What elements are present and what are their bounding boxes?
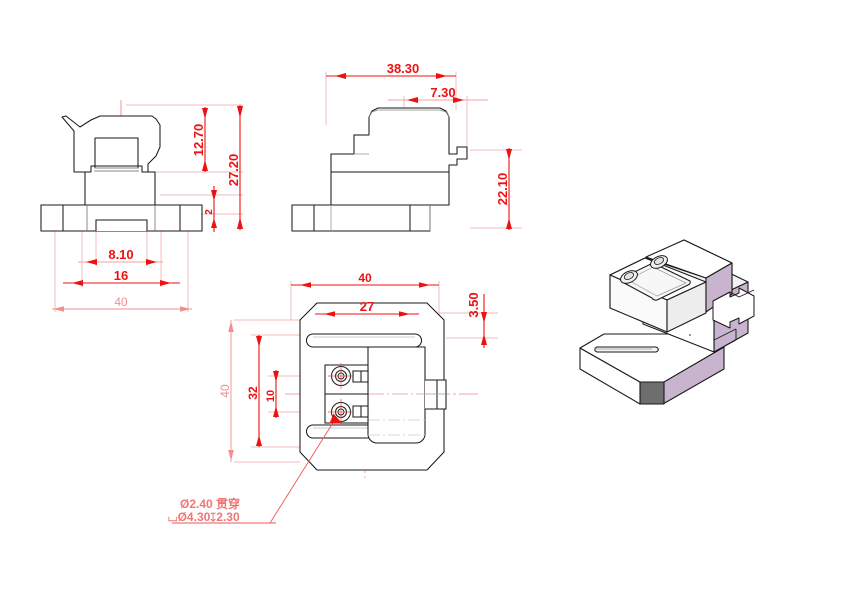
dimension-value: 7.30 — [430, 85, 455, 100]
front-dimension-8-10: 8.10 — [78, 247, 163, 265]
hole-callout: Ø2.40 贯穿 ⌴Ø4.30↧2.30 — [168, 413, 343, 524]
dimension-value: 27.20 — [226, 154, 241, 187]
iso-boss-lower — [620, 270, 638, 284]
callout-line-1: Ø2.40 贯穿 — [180, 496, 240, 511]
isometric-view — [579, 239, 755, 405]
iso-base-slot — [594, 346, 659, 353]
top-view-body — [367, 346, 447, 444]
dimension-value: 3.50 — [466, 292, 481, 317]
dimension-value: 27 — [360, 299, 374, 314]
top-dimension-40-vertical: 40 — [218, 320, 234, 462]
top-dimension-32: 32 — [246, 335, 262, 447]
top-dimension-40-horizontal: 40 — [291, 271, 439, 288]
dimension-value: 22.10 — [495, 173, 510, 206]
dimension-value: 38.30 — [387, 61, 420, 76]
front-view-base-plate — [40, 204, 203, 232]
side-dimension-7-30: 7.30 — [388, 85, 488, 103]
iso-cap-right-face — [705, 262, 733, 313]
front-dimension-27-20: 27.20 — [226, 105, 243, 230]
front-dimension-40: 40 — [52, 295, 192, 312]
dimension-value: 10 — [265, 390, 277, 402]
top-dimension-10: 10 — [265, 370, 279, 418]
front-dimension-2: 2 — [204, 186, 217, 232]
top-dimension-3-50: 3.50 — [466, 292, 487, 348]
iso-upper-slot-inner — [627, 266, 687, 297]
side-dimension-22-10: 22.10 — [495, 148, 512, 230]
dimension-value: 40 — [218, 384, 232, 398]
side-dimension-38-30: 38.30 — [326, 61, 456, 79]
side-view-body — [291, 107, 468, 232]
counterbore-hole-upper — [328, 363, 354, 389]
side-view: 38.30 7.30 22.10 — [291, 61, 522, 232]
front-dimension-12-70: 12.70 — [191, 107, 208, 172]
iso-base-front-chamfer — [639, 381, 665, 405]
dimension-value: 12.70 — [191, 124, 206, 157]
dimension-value: 40 — [114, 295, 128, 309]
top-dimension-27: 27 — [315, 299, 419, 317]
iso-boss-upper — [650, 255, 668, 269]
dimension-value: 2 — [204, 209, 215, 215]
dimension-value: 8.10 — [108, 247, 133, 262]
dimension-value: 40 — [358, 271, 372, 285]
iso-detail-lines — [689, 328, 737, 353]
front-view: 12.70 27.20 2 8.10 16 — [40, 100, 243, 312]
dimension-value: 16 — [114, 268, 128, 283]
iso-side-tab — [712, 287, 755, 329]
callout-line-2: ⌴Ø4.30↧2.30 — [168, 510, 240, 524]
top-view: 40 27 40 32 10 — [168, 271, 498, 524]
dimension-value: 32 — [246, 386, 260, 400]
front-dimension-16: 16 — [63, 268, 180, 286]
